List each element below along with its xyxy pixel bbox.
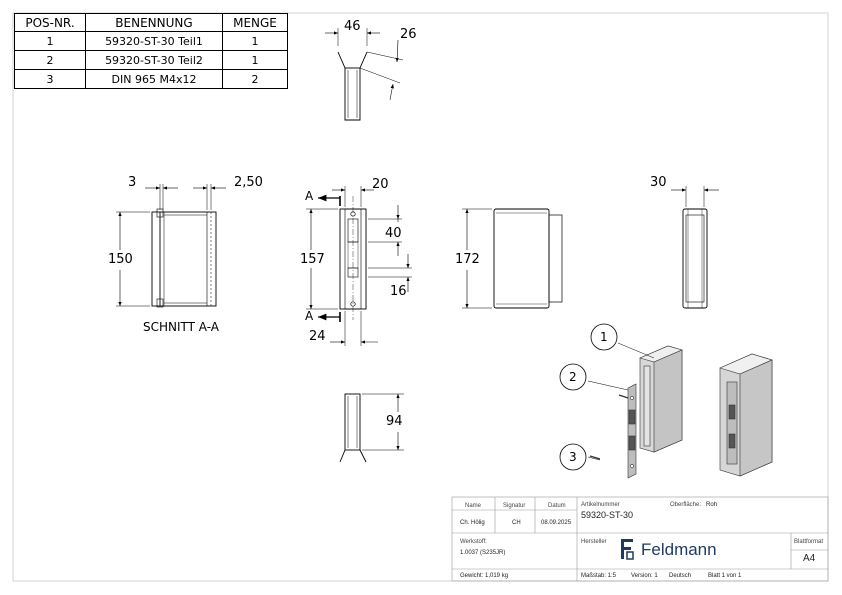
tb-gewicht: Gewicht: 1,019 kg [460, 573, 509, 579]
feldmann-logo-icon [621, 539, 634, 560]
tb-werkstoff-header: Werkstoff: [460, 539, 487, 545]
row-pos: 2 [14, 50, 86, 70]
side-view [462, 208, 563, 309]
right-view [671, 186, 719, 309]
table-row: 3 DIN 965 M4x12 2 [14, 69, 288, 89]
row-pos: 3 [14, 69, 86, 89]
tb-datum-value: 08.09.2025 [541, 520, 572, 526]
brand-name: Feldmann [641, 540, 717, 559]
top-view [325, 28, 404, 121]
table-row: 1 59320-ST-30 Teil1 1 [14, 31, 288, 51]
tb-datum-header: Datum [548, 503, 566, 509]
header-benennung: BENENNUNG [85, 13, 223, 32]
dim-front-height: 157 [300, 252, 325, 267]
row-qty: 2 [222, 69, 288, 89]
tb-signatur-value: CH [512, 520, 521, 526]
tb-signatur-header: Signatur [503, 503, 526, 509]
dim-front-16: 16 [390, 284, 407, 299]
row-name: 59320-ST-30 Teil2 [85, 50, 223, 70]
parts-list-header: POS-NR. BENENNUNG MENGE [14, 13, 288, 32]
tb-massstab: Maßstab: 1:5 [581, 573, 617, 579]
dim-right-width: 30 [650, 175, 667, 190]
section-caption: SCHNITT A-A [143, 320, 220, 334]
tb-blatt: Blatt 1 von 1 [708, 573, 742, 579]
row-qty: 1 [222, 31, 288, 51]
row-pos: 1 [14, 31, 86, 51]
parts-list-table: POS-NR. BENENNUNG MENGE 1 59320-ST-30 Te… [14, 13, 288, 89]
row-name: 59320-ST-30 Teil1 [85, 31, 223, 51]
balloon-2: 2 [569, 370, 577, 384]
balloon-1: 1 [600, 330, 608, 344]
section-marker-bottom: A [305, 309, 314, 323]
tb-blattformat-value: A4 [803, 553, 816, 564]
tb-version: Version: 1 [631, 573, 658, 579]
dim-top-angle: 26 [400, 27, 417, 42]
title-block [451, 496, 829, 582]
balloon-3: 3 [569, 450, 577, 464]
dim-front-40: 40 [385, 226, 402, 241]
tb-hersteller-header: Hersteller [581, 539, 607, 545]
tb-name-value: Ch. Hölig [460, 520, 485, 526]
sheet-frame [12, 12, 829, 582]
tb-artikel-header: Artikelnummer [581, 502, 620, 508]
dim-front-top: 20 [372, 177, 389, 192]
dim-bottom-height: 94 [386, 414, 403, 429]
dim-side-height: 172 [455, 252, 480, 267]
tb-blattformat-header: Blattformat [794, 539, 824, 545]
dim-section-right: 2,50 [234, 175, 263, 190]
isometric-exploded [559, 323, 683, 479]
front-view [306, 186, 412, 346]
dim-section-height: 150 [108, 252, 133, 267]
brand-logo [619, 538, 635, 560]
section-view [116, 184, 226, 308]
dim-front-bottom: 24 [309, 329, 326, 344]
tb-oberflaeche-header: Oberfläche: [670, 502, 702, 508]
header-menge: MENGE [222, 13, 288, 32]
row-name: DIN 965 M4x12 [85, 69, 223, 89]
tb-artikel-value: 59320-ST-30 [581, 510, 634, 520]
tb-oberflaeche-value: Roh [706, 502, 718, 508]
tb-sprache: Deutsch [669, 573, 692, 579]
header-pos: POS-NR. [14, 13, 86, 32]
dim-section-left: 3 [128, 175, 137, 190]
table-row: 2 59320-ST-30 Teil2 1 [14, 50, 288, 70]
bottom-view [339, 393, 404, 463]
tb-name-header: Name [465, 503, 482, 509]
isometric-assembled [719, 353, 773, 477]
row-qty: 1 [222, 50, 288, 70]
section-marker-top: A [305, 189, 314, 203]
tb-werkstoff-value: 1.0037 (S235JR) [460, 550, 506, 556]
dim-top-width: 46 [344, 19, 361, 34]
